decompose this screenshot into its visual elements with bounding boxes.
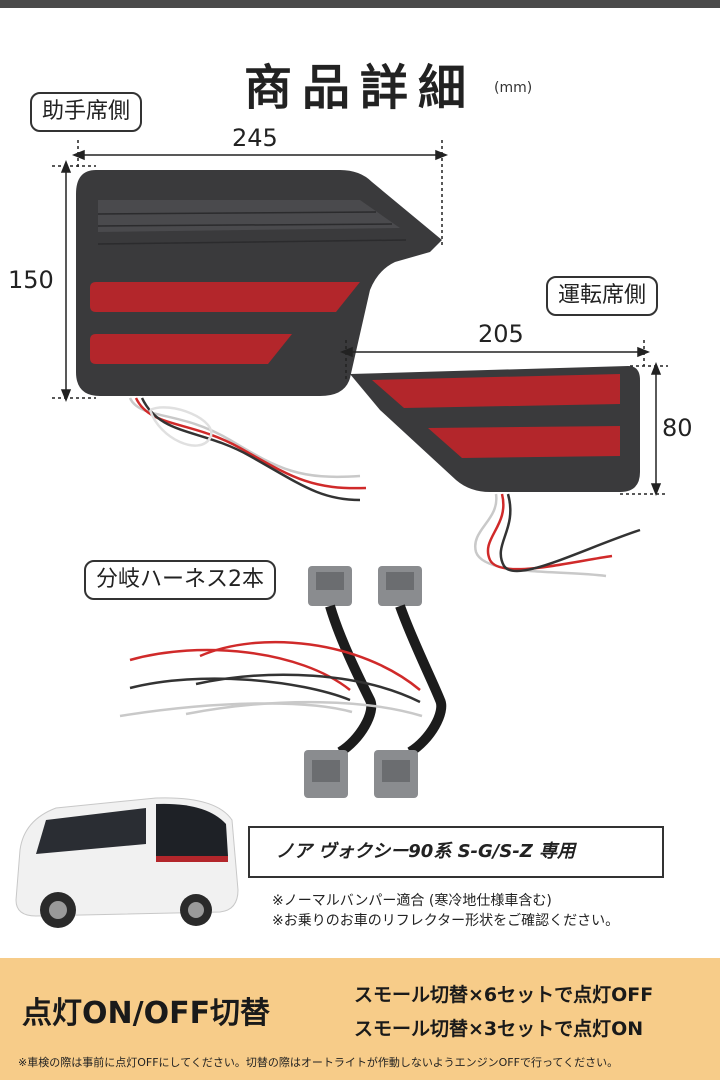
passenger-side-label: 助手席側 <box>30 92 143 132</box>
passenger-reflector <box>76 170 442 396</box>
harness-label: 分岐ハーネス2本 <box>84 560 276 600</box>
passenger-dimension-lines <box>52 140 449 403</box>
passenger-width-dim: 245 <box>232 124 278 152</box>
model-compatibility-box: ノア ヴォクシー90系 S-G/S-Z 専用 <box>248 826 664 878</box>
driver-side-label: 運転席側 <box>546 276 659 316</box>
product-illustration <box>52 140 668 798</box>
switching-off-line: スモール切替×6セットで点灯OFF <box>354 984 654 1006</box>
switching-band <box>0 958 720 1080</box>
page-title: 商品詳細 <box>243 60 476 116</box>
car-image <box>15 797 239 928</box>
driver-wires <box>473 493 641 578</box>
note-bumper: ※ノーマルバンパー適合 (寒冷地仕様車含む) <box>272 893 552 909</box>
driver-width-dim: 205 <box>478 320 524 348</box>
note-check-shape: ※お乗りのお車のリフレクター形状をご確認ください。 <box>272 913 620 929</box>
unit-label: (mm) <box>494 80 533 96</box>
switching-title: 点灯ON/OFF切替 <box>22 996 271 1031</box>
top-bar <box>0 0 720 8</box>
harness-left <box>119 566 377 798</box>
passenger-height-dim: 150 <box>8 266 54 294</box>
passenger-wires <box>128 397 367 502</box>
harness-right <box>185 566 447 798</box>
driver-height-dim: 80 <box>662 414 693 442</box>
driver-reflector <box>350 366 640 492</box>
inspection-footnote: ※車検の際は事前に点灯OFFにしてください。切替の際はオートライトが作動しないよ… <box>18 1056 619 1069</box>
driver-dimension-lines <box>339 340 668 497</box>
switching-on-line: スモール切替×3セットで点灯ON <box>354 1018 644 1040</box>
